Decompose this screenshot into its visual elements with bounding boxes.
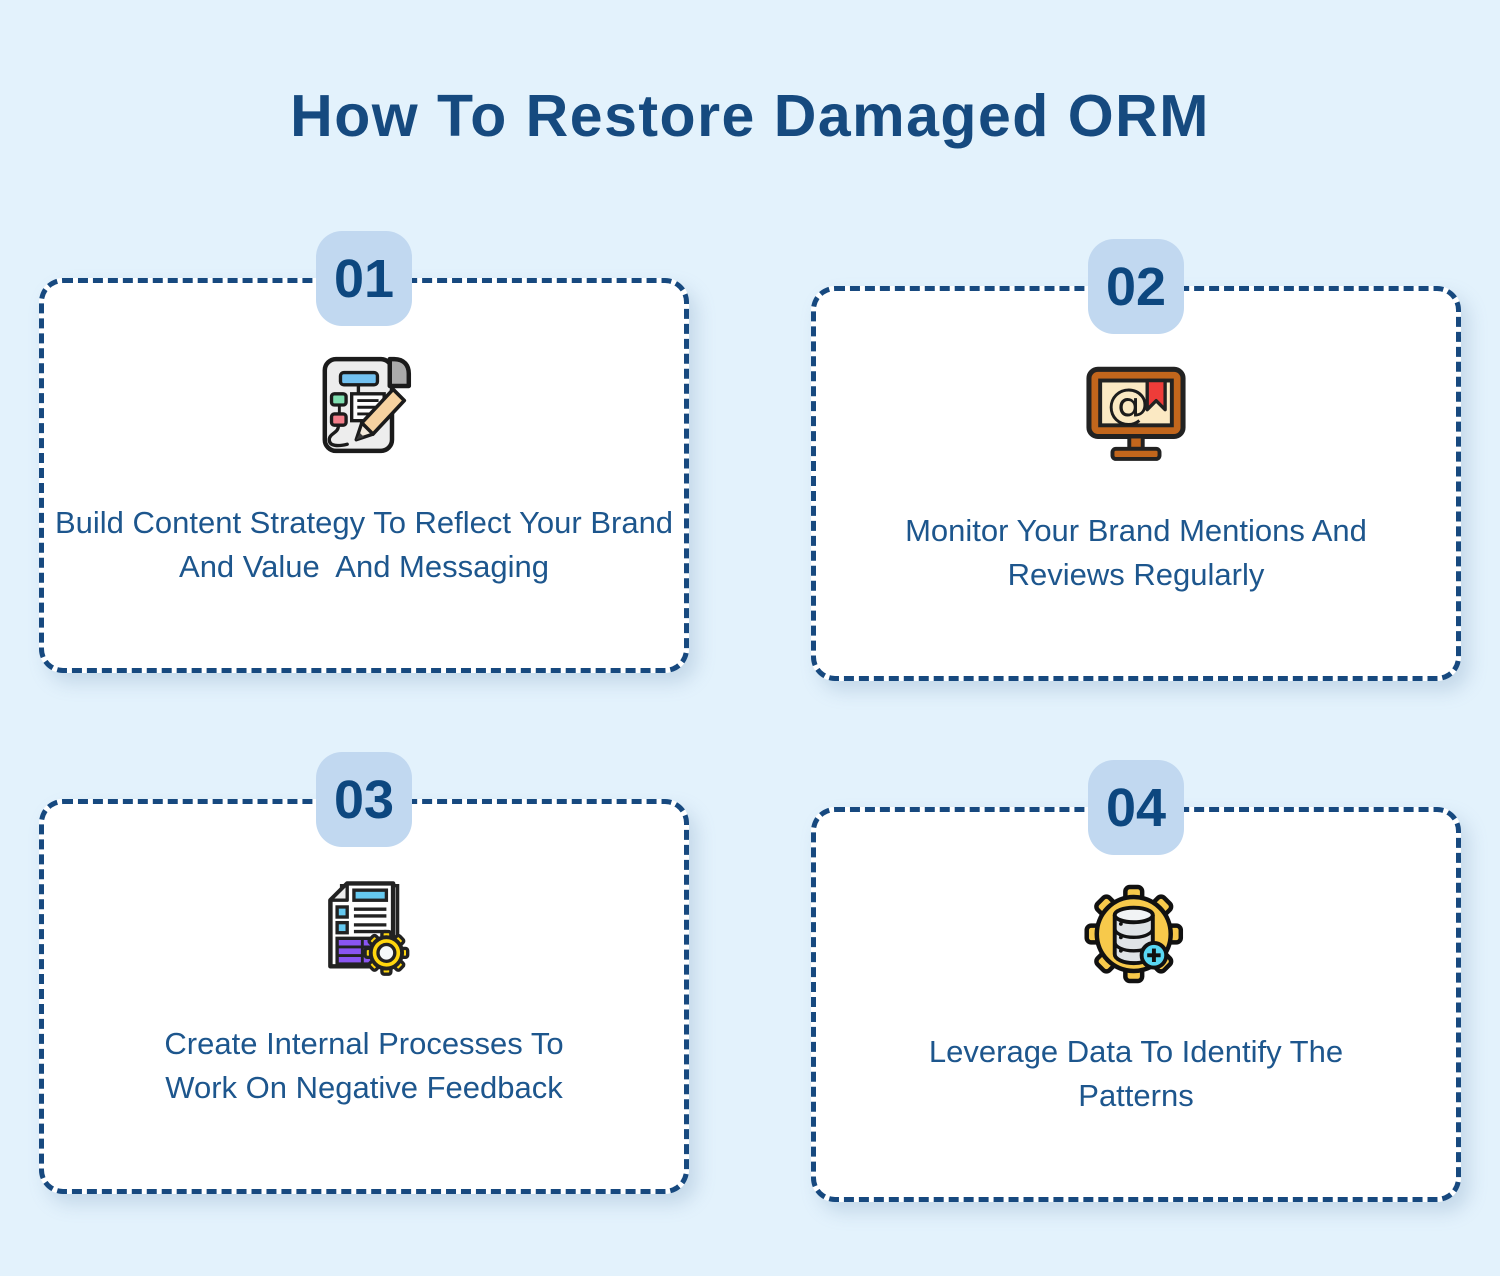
step-caption: Create Internal Processes To Work On Neg… bbox=[164, 1026, 573, 1106]
step-card-04: 04 bbox=[811, 760, 1461, 1202]
strategy-scroll-icon bbox=[308, 349, 420, 461]
step-number: 03 bbox=[333, 769, 395, 830]
document-gear-icon bbox=[308, 870, 420, 982]
step-number-badge: 01 bbox=[316, 231, 412, 326]
database-gear-icon bbox=[1080, 878, 1192, 990]
step-card-03: 03 bbox=[39, 752, 689, 1194]
svg-text:@: @ bbox=[1107, 380, 1150, 430]
step-number: 02 bbox=[1105, 256, 1167, 317]
monitor-mentions-icon: @ bbox=[1080, 357, 1192, 469]
step-caption: Build Content Strategy To Reflect Your B… bbox=[54, 505, 680, 585]
step-number-badge: 02 bbox=[1088, 239, 1184, 334]
step-number-badge: 03 bbox=[316, 752, 412, 847]
step-number-badge: 04 bbox=[1088, 760, 1184, 855]
step-card-01: 01 Build Content Strategy To Ref bbox=[39, 231, 689, 673]
step-card-02: 02 @ Monitor Your Brand Mentions And Rev… bbox=[811, 239, 1461, 681]
steps-grid: 01 Build Content Strategy To Ref bbox=[39, 231, 1461, 1202]
step-caption: Leverage Data To Identify The Patterns bbox=[928, 1034, 1352, 1114]
step-number: 04 bbox=[1105, 777, 1167, 838]
step-caption: Monitor Your Brand Mentions And Reviews … bbox=[905, 513, 1376, 593]
page-title: How To Restore Damaged ORM bbox=[290, 83, 1210, 149]
step-number: 01 bbox=[333, 248, 395, 309]
